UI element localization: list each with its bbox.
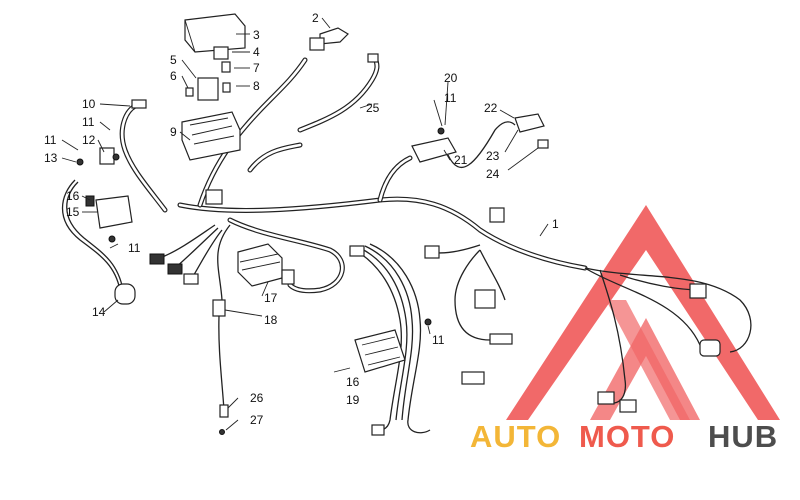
- connector-cluster-left: [149, 189, 223, 285]
- module-20: [411, 113, 549, 168]
- connector-19-top: [349, 245, 365, 257]
- harness-19: [333, 243, 432, 436]
- connector-17: [281, 269, 295, 285]
- connector-cluster-right: [424, 207, 721, 413]
- callout-2: 2: [312, 11, 319, 25]
- connector-h: [489, 333, 513, 345]
- connector-25: [367, 53, 379, 63]
- part-27: [219, 429, 225, 435]
- logo-outer-triangle: [506, 205, 780, 420]
- callout-22: 22: [484, 101, 498, 115]
- cable-14-boot: [114, 283, 136, 305]
- connector-g: [474, 289, 496, 309]
- callout-11-a: 11: [82, 115, 95, 129]
- callout-13: 13: [44, 151, 58, 165]
- bolt-16: [85, 195, 95, 207]
- connector-e: [424, 245, 440, 259]
- module-20-body: [411, 137, 457, 163]
- watermark-text: AUTO MOTO HUB: [470, 419, 778, 454]
- part-23: [537, 139, 549, 149]
- cable-10: [119, 99, 168, 213]
- callout-17: 17: [264, 291, 278, 305]
- fuse-18: [212, 299, 226, 317]
- nut-11a: [112, 153, 120, 161]
- starter-solenoid: [62, 147, 136, 305]
- watermark-logo: [506, 205, 780, 420]
- callout-11-c: 11: [128, 241, 141, 255]
- sensor-2-connector: [309, 37, 325, 51]
- callout-4: 4: [253, 45, 260, 59]
- part-22: [514, 113, 545, 133]
- callout-10: 10: [82, 97, 96, 111]
- part-12: [99, 147, 115, 165]
- connector-l: [597, 391, 615, 405]
- callout-11-b: 11: [44, 133, 57, 147]
- callout-18: 18: [264, 313, 278, 327]
- callout-9: 9: [170, 125, 177, 139]
- watermark-hub: HUB: [708, 419, 778, 454]
- regulator-17: [212, 224, 295, 435]
- watermark-moto: MOTO: [579, 419, 675, 454]
- callout-15: 15: [66, 205, 80, 219]
- callout-20: 20: [444, 71, 458, 85]
- watermark-auto: AUTO: [470, 419, 561, 454]
- callout-11-d: 11: [444, 91, 457, 105]
- connector-m: [619, 399, 637, 413]
- logo-side-stripe: [606, 300, 690, 420]
- callout-26: 26: [250, 391, 264, 405]
- callout-6: 6: [170, 69, 177, 83]
- connector-k: [699, 339, 721, 357]
- callout-5: 5: [170, 53, 177, 67]
- callout-leaders: [61, 17, 549, 431]
- callout-25: 25: [366, 101, 380, 115]
- part-8: [222, 82, 231, 93]
- connector-a: [149, 253, 165, 265]
- callout-11-e: 11: [432, 333, 445, 347]
- regulator-17-body: [237, 243, 283, 287]
- part-6: [185, 87, 194, 97]
- callout-7: 7: [253, 61, 260, 75]
- callout-23: 23: [486, 149, 500, 163]
- callout-24: 24: [486, 167, 500, 181]
- nut-13: [76, 158, 84, 166]
- callout-27: 27: [250, 413, 264, 427]
- fuse-box-assembly: [181, 13, 246, 161]
- part-7: [221, 61, 231, 73]
- callout-12: 12: [82, 133, 96, 147]
- callout-8: 8: [253, 79, 260, 93]
- callout-16-a: 16: [66, 189, 80, 203]
- nut-11d: [424, 318, 432, 326]
- callout-1: 1: [552, 217, 559, 231]
- nut-11c: [437, 127, 445, 135]
- fuse-box-cover: [184, 13, 246, 53]
- connector-f: [489, 207, 505, 223]
- connector-b: [167, 263, 183, 275]
- callout-21: 21: [454, 153, 468, 167]
- callout-labels: 2 3 4 5 6 7 8 9 10 11 12 11 13 16 15 11 …: [44, 11, 559, 427]
- connector-j: [689, 283, 707, 299]
- callout-19: 19: [346, 393, 360, 407]
- fuse-block-9: [181, 111, 241, 161]
- connector-19-bottom: [371, 424, 385, 436]
- cable-10-end: [131, 99, 147, 109]
- relay-5: [197, 77, 219, 101]
- callout-16-b: 16: [346, 375, 360, 389]
- part-26: [219, 404, 229, 418]
- callout-3: 3: [253, 28, 260, 42]
- callout-14: 14: [92, 305, 106, 319]
- connector-d: [205, 189, 223, 205]
- harness-25: [297, 53, 380, 133]
- nut-11b: [108, 235, 116, 243]
- main-harness: [177, 57, 752, 404]
- connector-c: [183, 273, 199, 285]
- fuse-item-4: [213, 46, 229, 60]
- connector-i: [461, 371, 485, 385]
- solenoid-15: [95, 195, 133, 229]
- sensor-2: [309, 27, 349, 51]
